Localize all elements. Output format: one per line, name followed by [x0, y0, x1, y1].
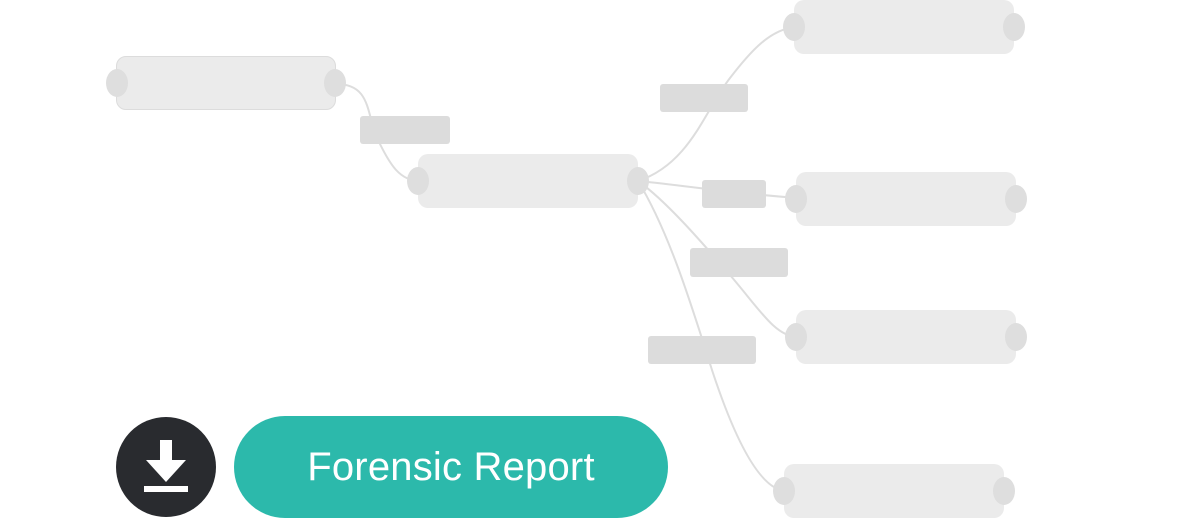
- node-handle-left[interactable]: [407, 167, 429, 195]
- edge-label-branch-4[interactable]: [648, 336, 756, 364]
- node-handle-left[interactable]: [106, 69, 128, 97]
- node-handle-right[interactable]: [1003, 13, 1025, 41]
- download-icon: [144, 440, 188, 492]
- flow-node-branch-3[interactable]: [785, 310, 1027, 364]
- node-handle-right[interactable]: [1005, 323, 1027, 351]
- node-handle-left[interactable]: [783, 13, 805, 41]
- edge-label-branch-1[interactable]: [660, 84, 748, 112]
- node-handle-left[interactable]: [785, 185, 807, 213]
- flow-node-branch-1[interactable]: [783, 0, 1025, 54]
- flow-node-branch-2[interactable]: [785, 172, 1027, 226]
- flow-node-branch-4[interactable]: [773, 464, 1015, 518]
- node-handle-left[interactable]: [773, 477, 795, 505]
- node-handle-right[interactable]: [1005, 185, 1027, 213]
- forensic-report-button[interactable]: Forensic Report: [234, 416, 668, 518]
- node-handle-right[interactable]: [993, 477, 1015, 505]
- edge-label-branch-2[interactable]: [702, 180, 766, 208]
- node-handle-right[interactable]: [627, 167, 649, 195]
- node-handle-right[interactable]: [324, 69, 346, 97]
- flow-node-center[interactable]: [407, 154, 649, 208]
- edge-label-root[interactable]: [360, 116, 450, 144]
- edge-center-to-node-1: [637, 26, 797, 182]
- edge-center-to-node-4: [637, 180, 787, 492]
- flow-node-root[interactable]: [106, 56, 346, 110]
- node-handle-left[interactable]: [785, 323, 807, 351]
- download-button[interactable]: [116, 417, 216, 517]
- edge-label-branch-3[interactable]: [690, 248, 788, 277]
